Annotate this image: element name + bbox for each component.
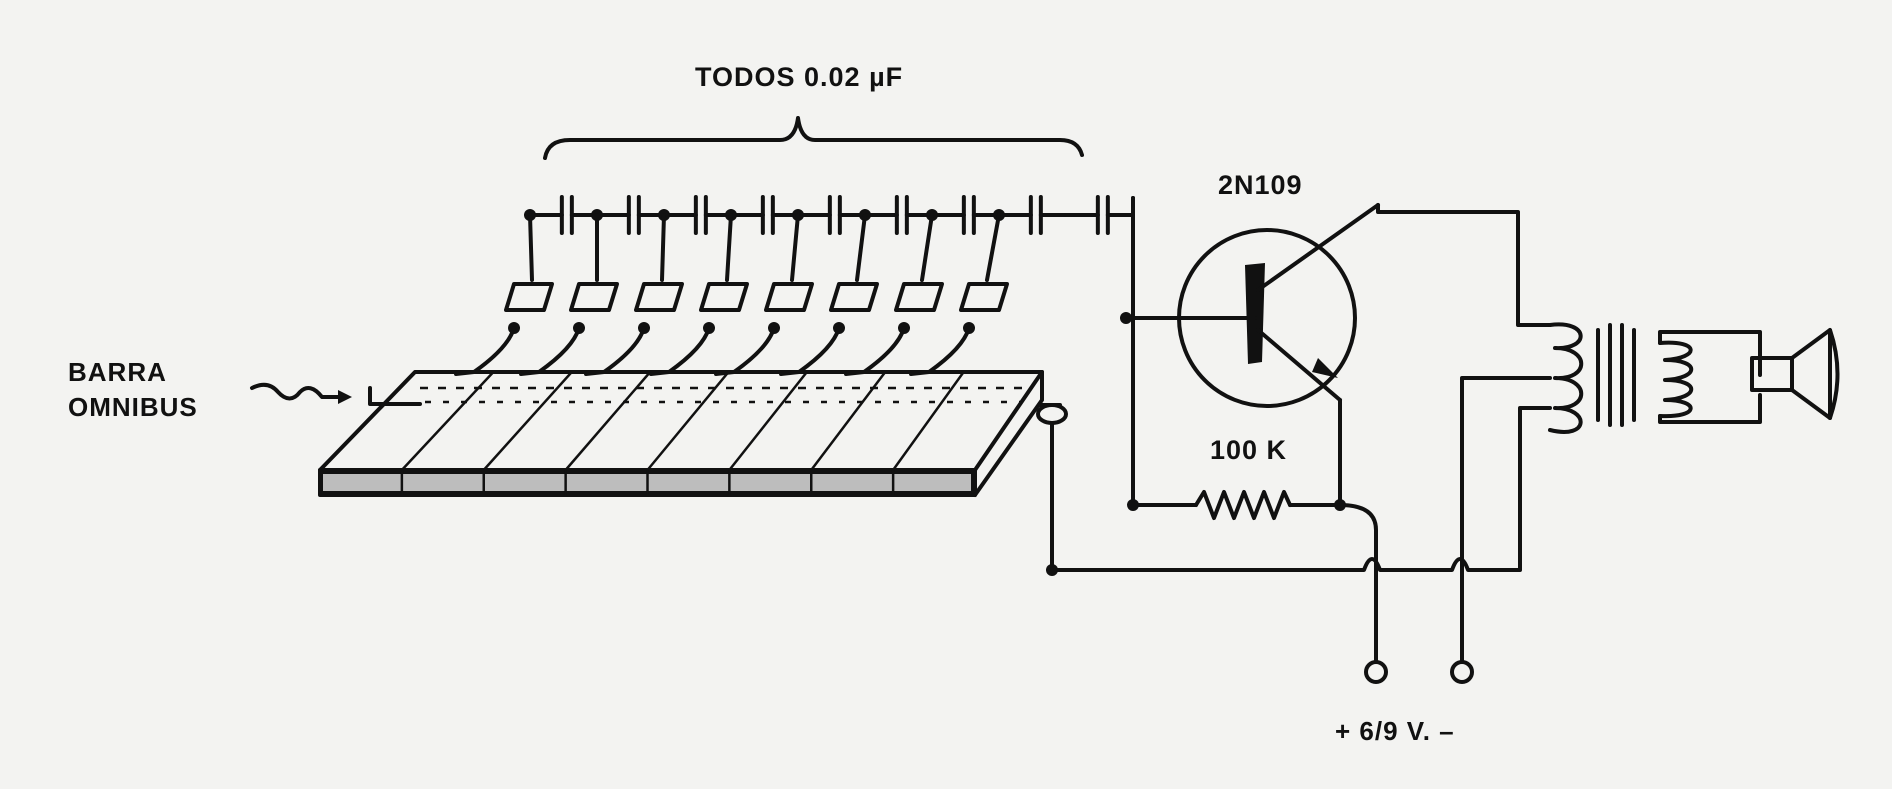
junction-resistor [1127,499,1139,511]
arrow-head [338,390,352,404]
supply-terminals [1364,660,1474,684]
key-divider [892,371,965,471]
key-divider [482,371,573,471]
circuit-wires [1050,196,1552,662]
resistor-icon [1194,490,1292,520]
supply-label: + 6/9 V. – [1335,716,1455,746]
capacitor-label: TODOS 0.02 µF [695,62,904,92]
key-pad [959,282,1009,312]
key-divider [564,371,652,471]
key-spring [779,326,841,376]
junction-collector [1334,499,1346,511]
key-pad [634,282,684,312]
key-spring [714,326,776,376]
bus-bar-label-2: OMNIBUS [68,392,198,422]
key-divider [400,371,495,471]
speaker-icon [1750,328,1840,420]
key-spring [584,326,646,376]
junction-base [1120,312,1132,324]
bus-bar-label: BARRA [68,357,167,387]
key-pad [569,282,619,312]
key-pad [764,282,814,312]
transistor-icon [1126,203,1380,408]
key-pad [699,282,749,312]
key-spring [909,326,971,376]
key-contacts [454,209,1009,376]
transistor-label: 2N109 [1218,170,1303,200]
key-divider [646,371,730,471]
key-spring [519,326,581,376]
capacitor-chain [528,195,1135,235]
key-divider [728,371,808,471]
key-pad [894,282,944,312]
key-spring [649,326,711,376]
key-pad [829,282,879,312]
bus-bar-keyboard [318,370,1068,497]
key-spring [844,326,906,376]
key-pad [504,282,554,312]
transformer-icon [1548,322,1762,434]
junction-bus [1046,564,1058,576]
capacitor-brace [543,116,1084,160]
key-spring [454,326,516,376]
key-divider [810,371,887,471]
bus-bar-arrow [250,382,340,401]
resistor-label: 100 K [1210,435,1288,465]
